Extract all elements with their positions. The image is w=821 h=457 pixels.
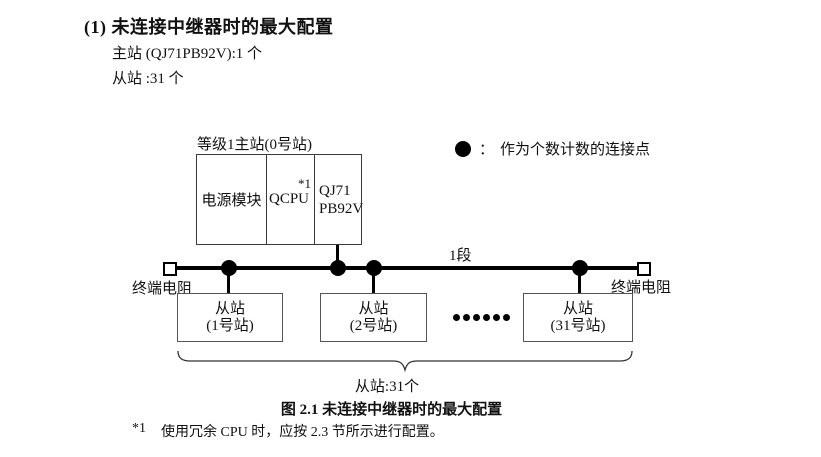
slave31-drop-line: [578, 268, 581, 294]
slave-station-box-1: 从站 (1号站): [177, 293, 283, 342]
section-title: (1) 未连接中继器时的最大配置: [84, 17, 334, 37]
cpu-footnote-marker: *1: [298, 176, 311, 191]
footnote-text: 使用冗余 CPU 时，应按 2.3 节所示进行配置。: [161, 425, 444, 440]
master-station-label: 等级1主站(0号站): [197, 137, 312, 153]
slave-count-label: 从站:31个: [354, 379, 420, 395]
figure-caption: 图 2.1 未连接中继器时的最大配置: [280, 402, 503, 418]
legend-text: 作为个数计数的连接点: [500, 142, 651, 158]
slave-name: 从站: [562, 300, 593, 317]
slave1-drop-line: [227, 268, 230, 294]
pb92v-module-cell: QJ71 PB92V: [314, 155, 364, 244]
segment-label: 1段: [449, 248, 472, 264]
footnote: *1 使用冗余 CPU 时，应按 2.3 节所示进行配置。: [132, 421, 444, 441]
connection-dot: [366, 260, 382, 276]
cpu-label: QCPU: [269, 191, 310, 207]
slave-name: 从站: [214, 300, 245, 317]
slave-number: (1号站): [206, 317, 254, 334]
master-drop-line: [336, 245, 339, 269]
brace: [177, 350, 633, 373]
connection-dot: [330, 260, 346, 276]
master-spec-line: 主站 (QJ71PB92V):1 个: [112, 46, 263, 62]
bus-line: [177, 266, 638, 270]
slave-number: (31号站): [550, 317, 606, 334]
terminator-label-right: 终端电阻: [611, 280, 672, 296]
cpu-cell: *1 QCPU: [266, 155, 314, 244]
terminator-marker-right: [637, 262, 651, 276]
slave-name: 从站: [358, 300, 389, 317]
slave-station-box-2: 从站 (2号站): [320, 293, 427, 342]
slave2-drop-line: [372, 268, 375, 294]
connection-point-icon: [455, 140, 471, 157]
slave-number: (2号站): [349, 317, 398, 334]
footnote-marker: *1: [132, 421, 146, 436]
connection-dot: [572, 260, 588, 276]
module-name-line1: QJ71: [319, 182, 351, 199]
master-station-box: 电源模块 *1 QCPU QJ71 PB92V: [196, 154, 364, 245]
module-name-line2: PB92V: [319, 200, 364, 217]
slave-station-box-31: 从站 (31号站): [523, 293, 633, 342]
power-module-cell: 电源模块: [201, 193, 262, 209]
slave-spec-line: 从站 :31 个: [112, 71, 184, 87]
legend: ： 作为个数计数的连接点: [455, 138, 650, 159]
terminator-marker-left: [163, 262, 177, 276]
connection-dot: [221, 260, 237, 276]
legend-colon: ：: [479, 142, 495, 158]
ellipsis-dots-icon: [453, 314, 510, 321]
